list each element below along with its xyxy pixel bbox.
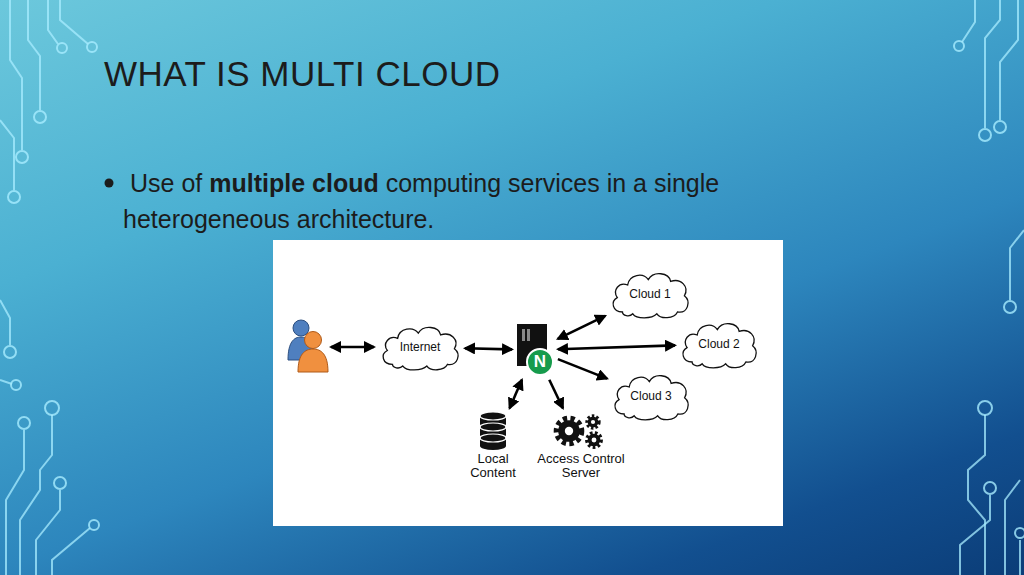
user-body	[288, 337, 314, 360]
bold-text: multiple cloud	[209, 169, 378, 197]
gear-teeth	[587, 433, 601, 447]
circuit-pad	[994, 121, 1006, 133]
circuit-line	[1000, 0, 1018, 120]
user-link-arrow	[331, 346, 374, 349]
circuit-pad	[979, 129, 991, 141]
circuit-pad	[18, 417, 30, 429]
node-label: Cloud 3	[609, 369, 693, 423]
connector-arrow	[549, 380, 563, 408]
diagram-panel	[273, 240, 783, 526]
circuit-pad	[11, 380, 21, 390]
circuit-line	[960, 495, 990, 575]
circuit-pad	[87, 42, 97, 52]
circuit-pad	[16, 151, 28, 163]
user-body	[298, 349, 328, 372]
circuit-line	[6, 430, 24, 575]
circuit-line	[0, 380, 12, 384]
circuit-line	[52, 528, 90, 575]
gear-teeth	[557, 419, 581, 443]
cloud-node: Cloud 2	[677, 317, 761, 371]
gear-body	[558, 420, 580, 442]
gear-body	[588, 417, 599, 428]
circuit-pad	[984, 482, 996, 494]
circuit-pad	[954, 41, 964, 51]
database-top	[480, 423, 506, 431]
server-node: N	[514, 322, 556, 378]
server-slot	[522, 329, 525, 341]
user-head	[305, 332, 322, 349]
gear-body	[588, 434, 601, 447]
slide-title: WHAT IS MULTI CLOUD	[104, 54, 500, 94]
circuit-line	[985, 0, 1000, 128]
connector-arrow	[510, 380, 522, 408]
gears-icon	[552, 411, 606, 451]
node-letter: N	[527, 349, 553, 375]
bullet-dot	[105, 179, 114, 188]
database-top	[480, 434, 506, 442]
server-gears-node: Access Control Server	[533, 410, 629, 482]
circuit-line	[60, 0, 88, 44]
node-label: Cloud 1	[607, 267, 693, 321]
node-label: Internet	[377, 321, 463, 373]
gear-hole	[565, 427, 573, 435]
circuit-pad	[1015, 528, 1024, 538]
circuit-pad	[45, 401, 59, 415]
status-circle	[527, 349, 553, 375]
database-icon	[478, 412, 508, 450]
cloud-node: Internet	[377, 321, 463, 373]
circuit-line	[36, 490, 60, 575]
connector-arrow	[558, 316, 605, 339]
gear-hole	[592, 438, 597, 443]
user-icon	[288, 320, 328, 372]
database-node: Local Content	[462, 410, 524, 482]
node-label: Access Control Server	[533, 452, 629, 480]
circuit-line	[962, 0, 975, 42]
circuit-line	[28, 0, 40, 110]
body-text: Use of	[130, 169, 202, 197]
gear-teeth	[587, 416, 599, 428]
database-top	[480, 412, 506, 420]
circuit-line	[10, 0, 22, 150]
connector-arrow	[465, 348, 512, 349]
circuit-line	[48, 0, 58, 44]
bullet-text: Use ofmultiple cloudcomputing services i…	[123, 165, 783, 237]
user-head	[293, 320, 309, 336]
circuit-line	[0, 120, 14, 190]
circuit-pads	[4, 41, 1024, 538]
server-slot	[527, 329, 530, 341]
circuit-pad	[8, 191, 20, 203]
node-label: Local Content	[462, 452, 524, 480]
connectors	[465, 316, 675, 408]
circuit-pad	[978, 401, 992, 415]
circuit-line	[0, 300, 10, 345]
circuit-pad	[4, 346, 16, 358]
gear-hole	[591, 420, 595, 424]
connector-arrow	[558, 345, 675, 349]
cloud-node: Cloud 1	[607, 267, 693, 321]
circuit-line	[1019, 540, 1021, 575]
circuit-line	[968, 415, 985, 575]
cloud-node: Cloud 3	[609, 369, 693, 423]
circuit-pad	[89, 520, 99, 530]
circuit-pad	[54, 477, 66, 489]
connector-arrow	[558, 359, 607, 379]
circuit-line	[1010, 230, 1024, 300]
circuit-pad	[57, 43, 67, 53]
node-label: Cloud 2	[677, 317, 761, 371]
circuit-pad	[1004, 301, 1016, 313]
circuit-pad	[34, 111, 46, 123]
